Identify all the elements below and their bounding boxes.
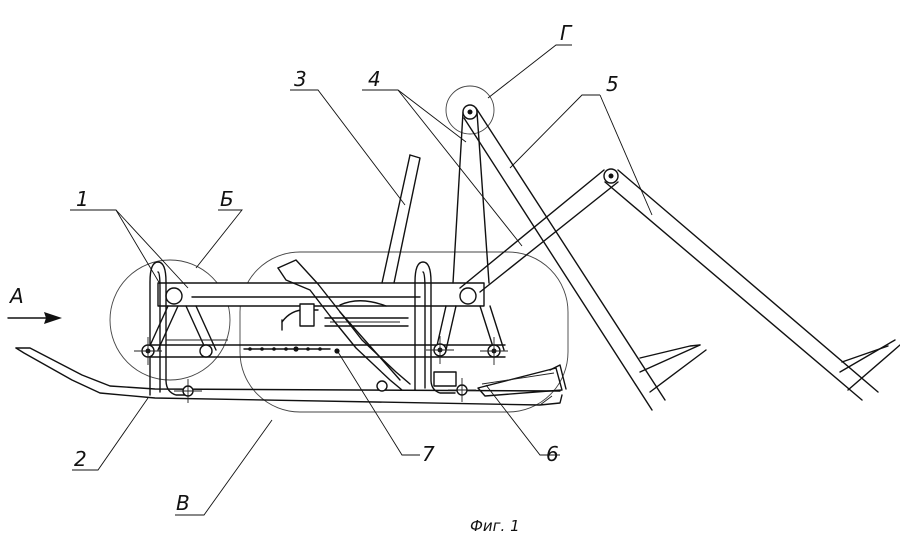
- left-tube-loop: [149, 261, 189, 396]
- joint-pins: [134, 336, 508, 403]
- detail-circle-g: [445, 85, 495, 135]
- ski-runner: [15, 347, 563, 406]
- figure-caption: Фиг. 1: [470, 517, 520, 535]
- pivot-hole-left: [165, 287, 183, 305]
- arrow-label-a: A: [8, 284, 24, 308]
- upper-beam: [157, 282, 485, 307]
- callout-g: Г: [560, 21, 573, 45]
- callout-v: В: [176, 491, 190, 515]
- pivot-hole-right: [459, 287, 477, 305]
- right-tube-loop: [414, 261, 457, 394]
- callout-2: 2: [74, 447, 87, 471]
- callout-6: 6: [546, 442, 559, 466]
- callout-5: 5: [606, 72, 619, 96]
- lower-arm: [459, 168, 619, 293]
- hand-lever: [277, 259, 411, 391]
- callout-3: 3: [294, 67, 307, 91]
- detail-outline-v: [239, 251, 569, 413]
- callout-1: 1: [76, 187, 89, 211]
- vertical-mast: [452, 104, 490, 284]
- outer-leg: [604, 169, 900, 401]
- leader-lines: [70, 44, 653, 516]
- rear-brake-pedal: [477, 364, 567, 397]
- view-arrow-a: [7, 312, 62, 324]
- callout-7: 7: [422, 442, 435, 466]
- callout-4: 4: [368, 67, 381, 91]
- right-bracing: [435, 305, 505, 351]
- callout-b: Б: [220, 187, 234, 211]
- seat-back-post: [381, 154, 421, 284]
- diagonal-strut-rear: [463, 107, 707, 411]
- left-bracing: [147, 305, 228, 351]
- base-rail: [149, 344, 506, 358]
- detail-circle-b: [109, 259, 231, 381]
